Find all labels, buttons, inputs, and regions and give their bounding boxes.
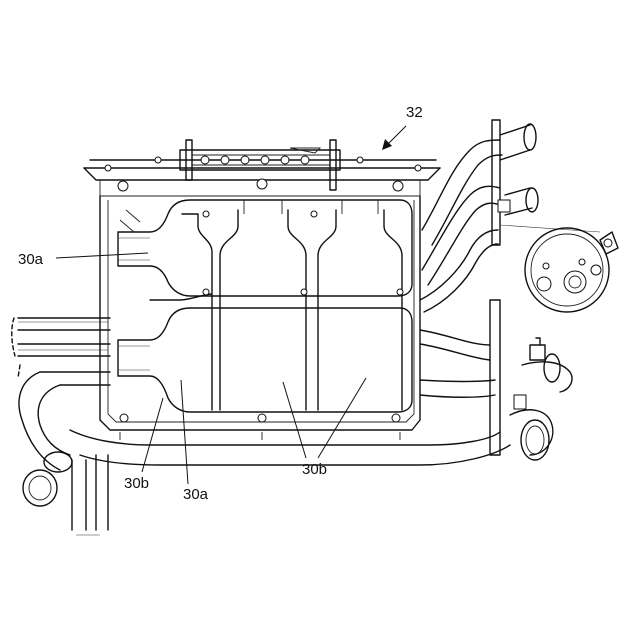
leader-30a-lower — [181, 380, 188, 484]
label-32: 32 — [406, 104, 423, 121]
leader-30a-upper — [56, 253, 148, 258]
label-30b-left: 30b — [124, 475, 149, 492]
leader-30b-left — [142, 398, 163, 472]
left-pipes — [12, 318, 510, 535]
leader-30b-right-1 — [283, 382, 306, 458]
right-pipes — [420, 120, 618, 460]
label-30a-upper: 30a — [18, 251, 44, 268]
battery-cells — [118, 200, 412, 412]
label-30b-right: 30b — [302, 461, 327, 478]
arrowhead-32 — [382, 139, 392, 150]
label-30a-lower: 30a — [183, 486, 209, 503]
top-bracket — [84, 140, 440, 196]
leader-30b-right-2 — [318, 378, 366, 458]
